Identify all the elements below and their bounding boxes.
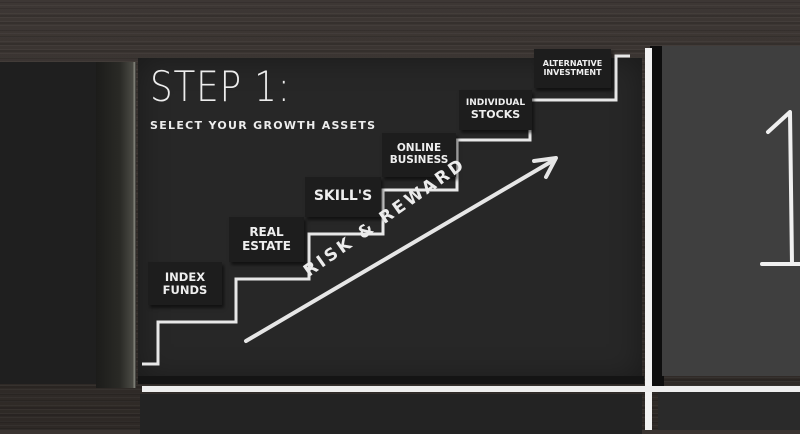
left-adjacent-board (0, 62, 100, 384)
step-card-line1: REAL (249, 225, 284, 240)
right-board-shadow (650, 46, 664, 386)
step-card-line2: INVESTMENT (543, 67, 602, 77)
step-card-line1: ONLINE (396, 142, 442, 155)
step-card-line1: SKILL'S (313, 188, 373, 205)
right-adjacent-board (662, 46, 800, 376)
horizontal-divider-tape (142, 386, 800, 392)
step-card-line2: BUSINESS (389, 154, 449, 166)
staircase-line (142, 54, 630, 366)
board-shadow (138, 376, 644, 384)
step-card-alternative-investment: ALTERNATIVE INVESTMENT (534, 49, 611, 88)
arrow-head-icon (532, 156, 558, 179)
step-1-chalkboard (138, 58, 642, 380)
step-card-line1: ALTERNATIVE (542, 58, 603, 68)
acrylic-frame-edge (96, 62, 136, 388)
step-card-line2: FUNDS (162, 282, 208, 297)
subtitle: SELECT YOUR GROWTH ASSETS (150, 119, 377, 132)
bottom-adjacent-board (140, 394, 642, 434)
step-card-real-estate: REAL ESTATE (229, 217, 304, 262)
step-card-index-funds: INDEX FUNDS (148, 262, 222, 305)
bottom-right-adjacent-board (658, 390, 800, 430)
number-one-drawing (760, 110, 800, 266)
vertical-divider-tape (645, 48, 652, 430)
step-card-individual-stocks: INDIVIDUAL STOCKS (459, 90, 532, 130)
step-card-line1: INDIVIDUAL (465, 98, 526, 108)
step-card-line2: STOCKS (470, 107, 521, 121)
risk-reward-arrow-shaft (244, 158, 556, 343)
step-card-line1: INDEX (164, 269, 206, 284)
step-card-online-business: ONLINE BUSINESS (382, 133, 456, 177)
page-title: STEP 1: (150, 62, 291, 111)
step-card-line2: ESTATE (242, 238, 291, 253)
step-card-skills: SKILL'S (305, 177, 381, 217)
